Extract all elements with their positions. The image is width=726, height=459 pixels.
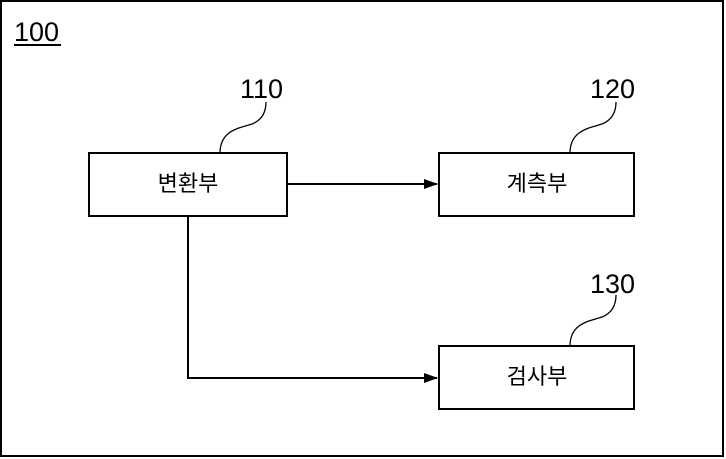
block-conversion-label: 변환부: [158, 172, 219, 197]
block-conversion: 변환부: [88, 152, 288, 217]
block-inspection-ref: 130: [590, 269, 635, 299]
arrow-conversion-to-inspection: [187, 217, 438, 383]
leader-inspection: [569, 294, 617, 347]
block-measurement: 계측부: [438, 152, 635, 217]
block-measurement-box: [438, 152, 635, 217]
block-measurement-ref: 120: [590, 74, 635, 104]
block-inspection-label: 검사부: [507, 365, 568, 390]
leader-conversion: [219, 101, 267, 154]
block-conversion-box: [88, 152, 288, 217]
leader-measurement: [569, 101, 617, 154]
block-inspection: 검사부: [438, 345, 635, 410]
block-conversion-ref: 110: [240, 74, 283, 104]
block-inspection-box: [438, 345, 635, 410]
block-measurement-label: 계측부: [507, 172, 568, 197]
system-ref-label: 100: [14, 17, 59, 47]
